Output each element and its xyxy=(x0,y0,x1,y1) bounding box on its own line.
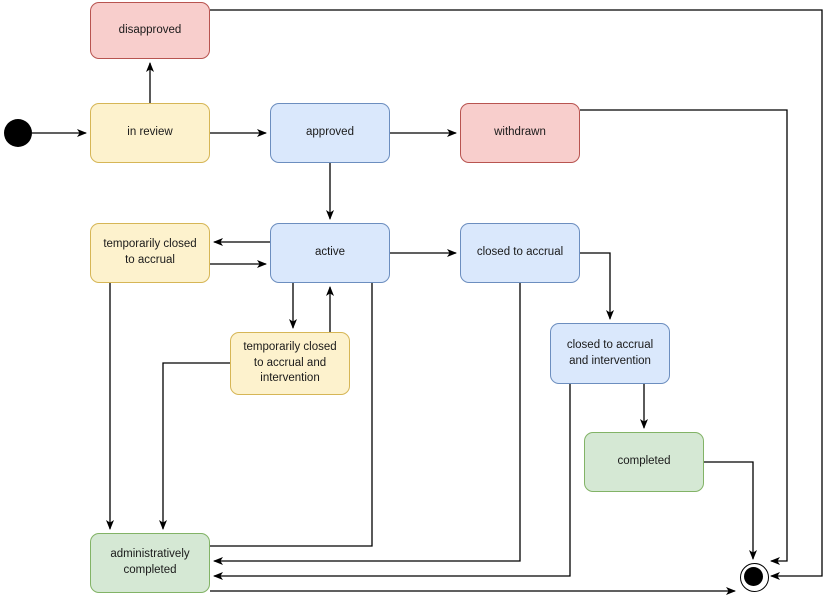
state-closed-to-accrual-and-intervention[interactable]: closed to accrual and intervention xyxy=(550,323,670,384)
final-state-ring xyxy=(740,563,769,592)
state-active[interactable]: active xyxy=(270,223,390,283)
edge-closed-accrual-to-closed-accrual-intervention xyxy=(580,252,614,320)
edge-withdrawn-to-end xyxy=(580,109,788,565)
state-administratively-completed[interactable]: administratively completed xyxy=(90,533,210,593)
final-state-node xyxy=(744,567,763,586)
state-closed-to-accrual[interactable]: closed to accrual xyxy=(460,223,580,283)
state-label-temporarily-closed-to-accrual: temporarily closed to accrual xyxy=(103,238,197,266)
state-label-temporarily-closed-to-accrual-and-intervention: temporarily closed to accrual and interv… xyxy=(243,341,337,385)
state-label-approved: approved xyxy=(306,126,354,139)
edge-temp-closed-accrual-intervention-to-admin-completed xyxy=(159,362,230,530)
state-label-active: active xyxy=(314,246,346,259)
edge-completed-to-end xyxy=(704,461,757,560)
state-temporarily-closed-to-accrual-and-intervention[interactable]: temporarily closed to accrual and interv… xyxy=(230,332,350,395)
edge-closed-accrual-intervention-to-admin-completed xyxy=(213,384,571,580)
state-disapproved[interactable]: disapproved xyxy=(90,2,210,59)
state-approved[interactable]: approved xyxy=(270,103,390,163)
state-label-in-review: in review xyxy=(127,126,173,139)
state-in-review[interactable]: in review xyxy=(90,103,210,163)
edge-disapproved-to-end xyxy=(210,9,823,580)
state-label-administratively-completed: administratively completed xyxy=(110,548,190,576)
edge-active-to-admin-completed xyxy=(210,283,373,547)
state-label-withdrawn: withdrawn xyxy=(494,126,546,139)
state-temporarily-closed-to-accrual[interactable]: temporarily closed to accrual xyxy=(90,223,210,283)
state-completed[interactable]: completed xyxy=(584,432,704,492)
initial-state-node xyxy=(4,119,32,147)
state-withdrawn[interactable]: withdrawn xyxy=(460,103,580,163)
state-label-disapproved: disapproved xyxy=(118,23,182,36)
state-label-closed-to-accrual-and-intervention: closed to accrual and intervention xyxy=(566,338,654,367)
edge-closed-accrual-to-admin-completed xyxy=(213,283,521,565)
state-label-closed-to-accrual: closed to accrual xyxy=(476,246,564,259)
state-label-completed: completed xyxy=(617,455,671,468)
